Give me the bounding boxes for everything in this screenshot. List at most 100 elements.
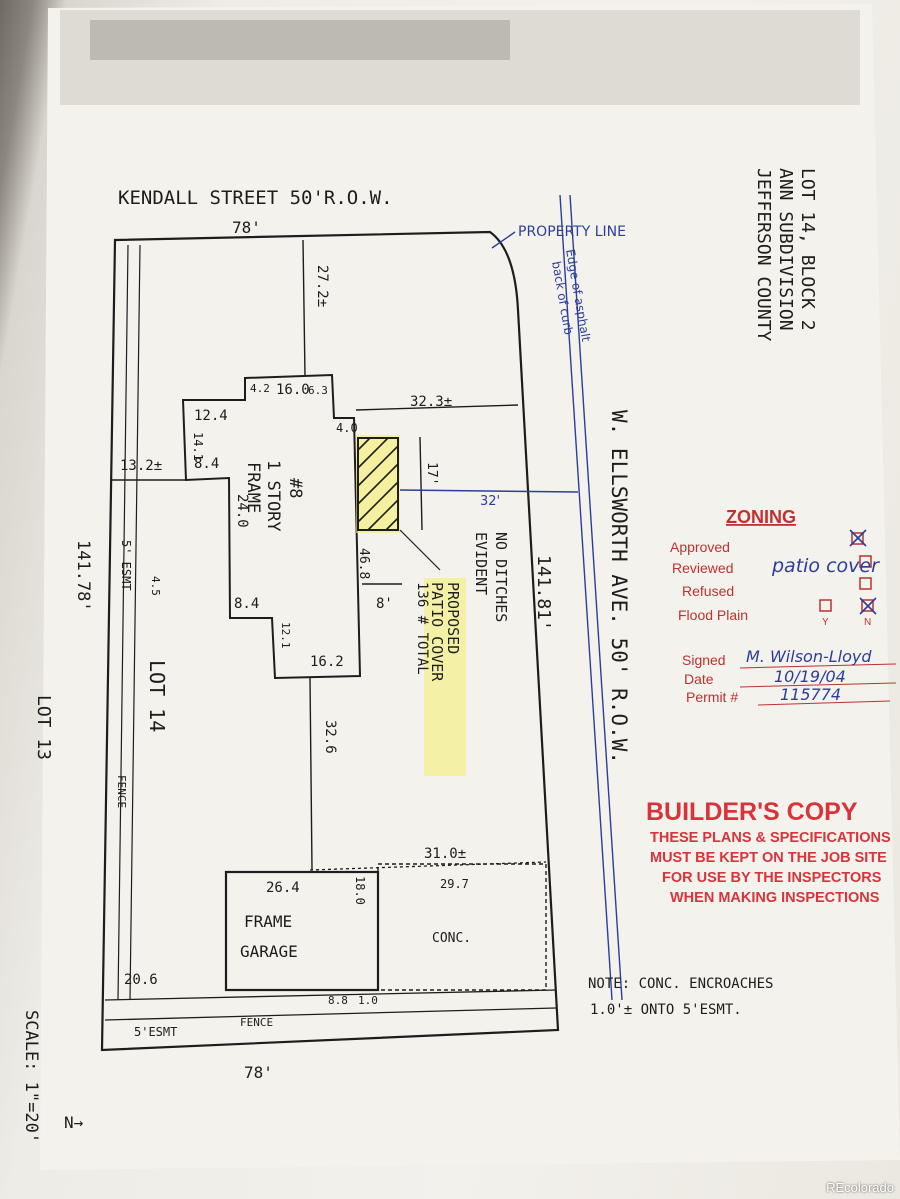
house-label-2: FRAME [243, 462, 263, 513]
lot-boundary [100, 230, 560, 1052]
dim-27-2: 27.2± [314, 265, 330, 307]
flood-no-check-icon [859, 597, 877, 615]
dim-26-4: 26.4 [266, 880, 300, 896]
dim-4-2: 4.2 [250, 382, 270, 395]
builders-copy-line-4: WHEN MAKING INSPECTIONS [670, 890, 880, 906]
north-arrow: N→ [64, 1113, 84, 1132]
builders-copy-line-1: THESE PLANS & SPECIFICATIONS [650, 830, 891, 846]
fence-label-bottom: FENCE [240, 1016, 273, 1029]
copy-smudge-dark [90, 20, 510, 60]
dim-12-1: 12.1 [279, 622, 292, 649]
dim-32-blue: 32' [480, 494, 500, 509]
kendall-street-label: KENDALL STREET 50'R.O.W. [118, 187, 393, 209]
zoning-refused: Refused [682, 583, 734, 599]
no-ditches-line-1: NO DITCHES [492, 532, 510, 622]
blue-offset-line [399, 489, 579, 493]
no-ditches-line-2: EVIDENT [472, 532, 490, 595]
house-number: #8 [285, 478, 305, 498]
zoning-title: ZONING [726, 507, 796, 527]
lot-id-line-1: LOT 14, BLOCK 2 [797, 168, 818, 331]
permit-line [757, 700, 891, 706]
bottom-width-dim: 78' [244, 1063, 273, 1082]
left-depth-dim: 141.78' [73, 540, 93, 612]
right-depth-dim: 141.81' [533, 555, 554, 631]
dimension-labels: 27.2± 16.0 6.3 4.2 12.4 8.4 14.1 13.2± 2… [120, 265, 500, 1007]
dim-18-0: 18.0 [353, 876, 367, 905]
lot-14-label: LOT 14 [145, 660, 169, 732]
proposed-highlight [424, 578, 466, 776]
dim-16-2: 16.2 [310, 654, 344, 670]
dim-14-1: 14.1 [191, 432, 205, 461]
patio-hatching [357, 437, 399, 531]
dim-24-0: 24.0 [234, 494, 250, 528]
note-line-1: NOTE: CONC. ENCROACHES [588, 976, 773, 992]
zoning-checkboxes [819, 532, 874, 612]
zoning-reviewed: Reviewed [672, 560, 733, 576]
note-line-2: 1.0'± ONTO 5'ESMT. [590, 1002, 742, 1018]
easement-label-left: 5' ESMT [119, 540, 133, 591]
date-value: 10/19/04 [774, 667, 846, 686]
proposed-leader [399, 529, 441, 571]
dim-6-3: 6.3 [308, 384, 328, 397]
dim-20-6: 20.6 [124, 972, 158, 988]
lot-id-line-2: ANN SUBDIVISION [775, 168, 796, 331]
builders-copy-title: BUILDER'S COPY [646, 798, 858, 826]
zoning-flood-plain: Flood Plain [678, 607, 748, 623]
ellsworth-ave-label: W. ELLSWORTH AVE. 50' R.O.W. [607, 410, 631, 764]
date-line [739, 682, 897, 688]
signed-line [739, 663, 897, 669]
property-line-note: PROPERTY LINE [518, 224, 626, 240]
zoning-col-n: N [864, 617, 871, 628]
proposed-line-2: PATIO COVER [428, 582, 446, 682]
concrete-pad [377, 863, 547, 991]
dim-17: 17' [424, 462, 439, 485]
builders-copy-stamp: BUILDER'S COPY THESE PLANS & SPECIFICATI… [646, 798, 891, 906]
zoning-approved: Approved [670, 539, 730, 555]
dim-8-4-top: 8.4 [194, 456, 219, 472]
dim-29-7: 29.7 [440, 877, 469, 891]
house-label-1: 1 STORY [263, 460, 283, 532]
dim-8-8: 8.8 [328, 994, 348, 1007]
proposed-line-3: 136 # TOTAL [414, 582, 430, 675]
signed-label: Signed [682, 652, 726, 668]
dim-4-0: 4.0 [336, 421, 358, 435]
garage-label-1: FRAME [244, 912, 292, 931]
dim-32-3: 32.3± [410, 394, 452, 410]
lot-13-label: LOT 13 [33, 695, 54, 760]
dim-8: 8' [376, 596, 393, 612]
dim-46-8: 46.8 [356, 548, 371, 579]
bottom-easement-lines [104, 989, 557, 1021]
signed-value: M. Wilson-Lloyd [746, 647, 872, 666]
lot-identification: LOT 14, BLOCK 2 ANN SUBDIVISION JEFFERSO… [753, 168, 818, 342]
dimension-lines [302, 239, 519, 871]
dim-13-2: 13.2± [120, 458, 162, 474]
proposed-line-1: PROPOSED [444, 582, 462, 654]
zoning-col-y: Y [822, 617, 829, 628]
top-width-dim: 78' [232, 218, 261, 237]
lot-id-line-3: JEFFERSON COUNTY [753, 168, 774, 342]
dim-12-4: 12.4 [194, 408, 228, 424]
zoning-note: patio cover [771, 555, 880, 577]
permit-value: 115774 [780, 685, 841, 704]
concrete-label: CONC. [432, 931, 471, 946]
date-label: Date [684, 671, 714, 687]
dim-1-0: 1.0 [358, 994, 378, 1007]
left-easement-lines [117, 244, 141, 1001]
scale-label: SCALE: 1"=20' [21, 1010, 41, 1143]
property-line-leader [491, 231, 516, 249]
dim-16-0: 16.0 [276, 382, 310, 398]
builders-copy-line-3: FOR USE BY THE INSPECTORS [662, 870, 882, 886]
proposed-patio-cover [357, 437, 399, 531]
dim-4-5: 4.5 [149, 576, 162, 596]
approved-check-icon [849, 529, 867, 547]
dim-8-4-bottom: 8.4 [234, 596, 259, 612]
fence-label-left: FENCE [115, 775, 128, 808]
copy-smudge [60, 10, 860, 105]
dim-31-0: 31.0± [424, 846, 466, 862]
curb-lines [559, 194, 623, 1001]
builders-copy-line-2: MUST BE KEPT ON THE JOB SITE [650, 850, 887, 866]
paper-sheet [40, 4, 900, 1170]
zoning-stamp: ZONING Approved Reviewed Refused Flood P… [670, 507, 897, 706]
